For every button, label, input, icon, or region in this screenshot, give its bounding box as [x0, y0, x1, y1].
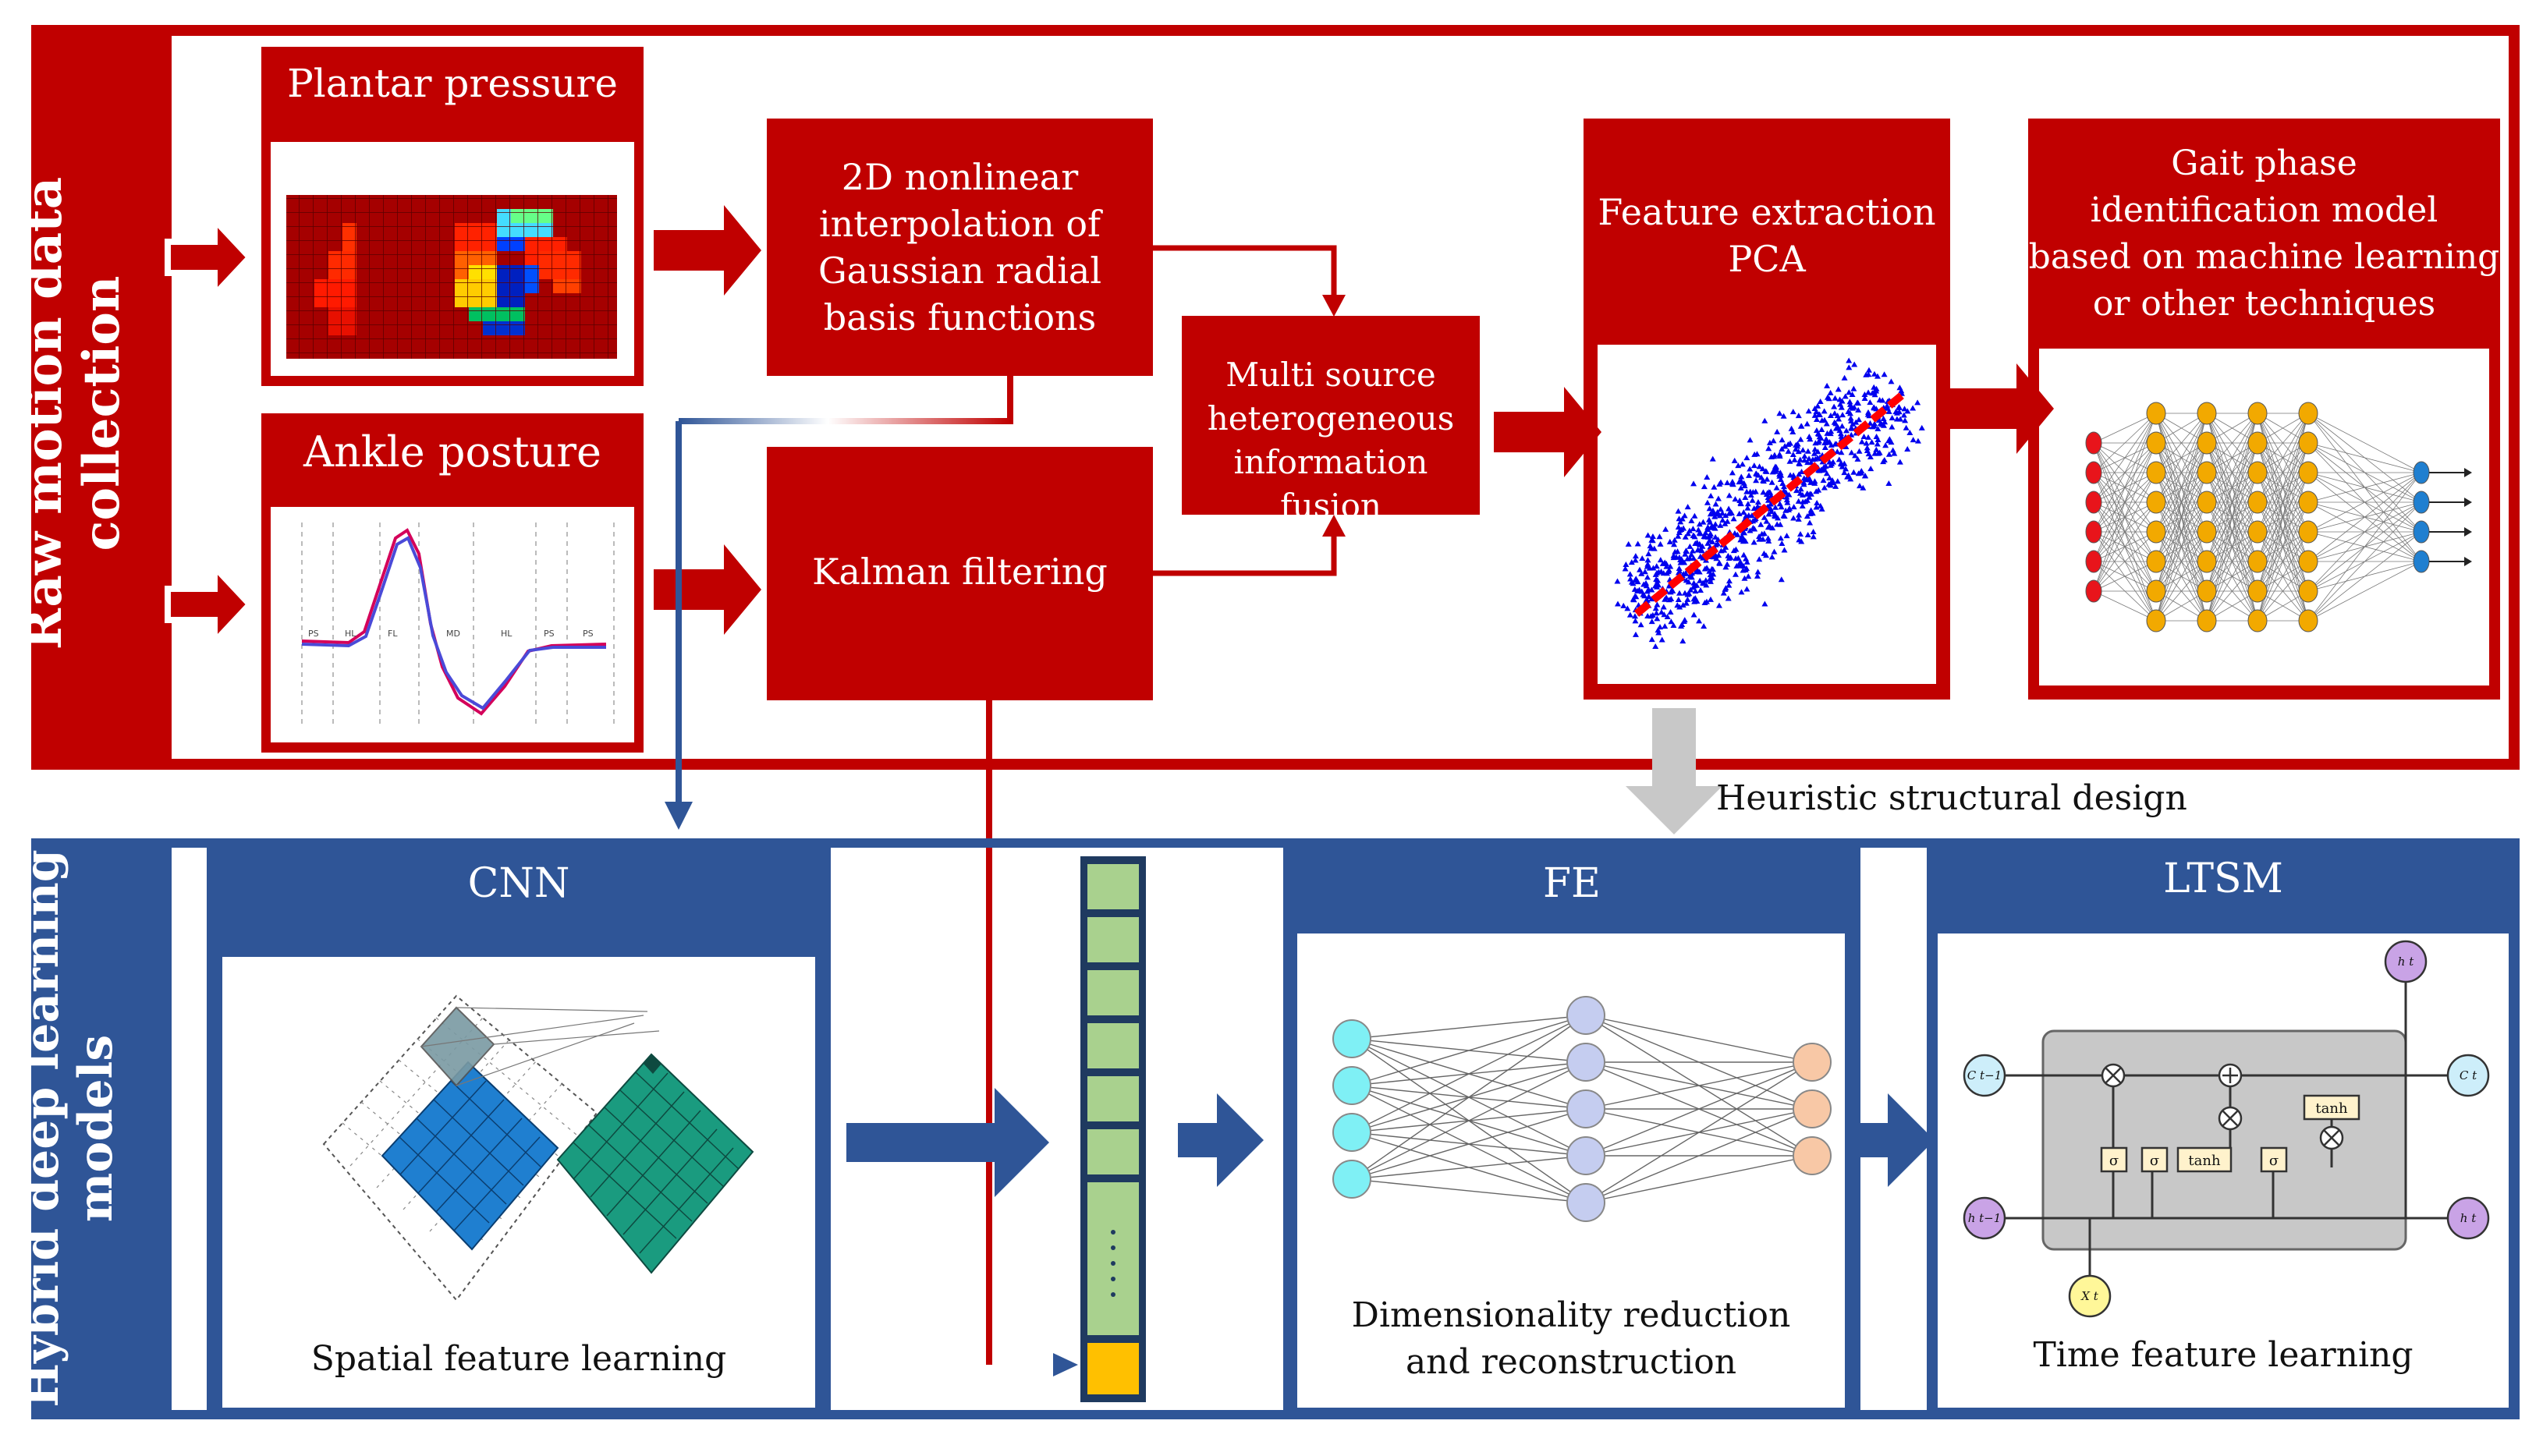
cnn-panel: Spatial feature learning: [222, 957, 815, 1408]
kalman-filter-box: Kalman filtering: [767, 447, 1153, 700]
interpolation-line-2: interpolation of: [818, 203, 1101, 245]
cnn-title: CNN: [467, 860, 570, 907]
fusion-line-3: information fusion: [1233, 443, 1428, 525]
interpolation-line-3: Gaussian radial: [818, 250, 1102, 292]
ankle-posture-title: Ankle posture: [303, 427, 601, 476]
autoencoder-diagram: [1332, 996, 1832, 1222]
deep-learning-label: Hybrid deep learning models: [15, 801, 156, 1456]
plantar-pressure-image: [271, 142, 634, 376]
pca-points: [1614, 357, 1925, 650]
lstm-panel: σ σ tanh σ tanh C t−1 C t h t−1 h t h t: [1938, 933, 2509, 1408]
fe-nodes: [1332, 996, 1832, 1222]
phase-label-3: FL: [388, 629, 398, 639]
fe-connections: [1351, 1015, 1813, 1203]
gate-sigma-1: σ: [2109, 1153, 2119, 1169]
deep-learning-label-line2: models: [69, 1034, 123, 1223]
raw-data-label-line2: collection: [72, 275, 131, 551]
pca-box: Feature extraction PCA: [1584, 119, 1950, 700]
raw-data-label: Raw motion data collection: [15, 62, 156, 764]
neural-network-image: [2039, 349, 2489, 685]
gate-sigma-2: σ: [2150, 1153, 2159, 1169]
raw-data-label-line1: Raw motion data: [15, 176, 73, 650]
information-fusion-text: Multi source heterogeneous information f…: [1182, 353, 1480, 528]
gait-model-box: Gait phase identification model based on…: [2028, 119, 2500, 700]
pca-line-1: Feature extraction: [1598, 191, 1936, 233]
ankle-posture-image: PS HL FL MD HL PS PS: [271, 507, 634, 742]
fusion-line-2: heterogeneous: [1207, 399, 1455, 438]
label-h-next: h t: [2460, 1211, 2477, 1225]
pressure-heatmap: [286, 195, 617, 359]
raw-data-label-bar: [31, 25, 172, 770]
fe-box: FE Dimensionality reduction and reconstr…: [1283, 838, 1860, 1419]
fusion-vector-panel: [831, 838, 1283, 1419]
lstm-title: LTSM: [2163, 856, 2283, 902]
neural-network-diagram: [2085, 402, 2472, 632]
deep-learning-label-bar: [31, 838, 172, 1419]
cnn-box: CNN: [207, 838, 831, 1419]
gate-tanh-1: tanh: [2188, 1153, 2221, 1169]
phase-label-6: PS: [544, 629, 555, 639]
gait-line-3: based on machine learning: [2028, 237, 2500, 277]
cnn-caption: Spatial feature learning: [310, 1339, 727, 1379]
nn-nodes: [2085, 402, 2430, 632]
interpolation-line-4: basis functions: [823, 296, 1097, 338]
ankle-posture-box: Ankle posture PS HL FL MD HL PS PS: [261, 413, 644, 753]
pca-scatter-plot: [1614, 357, 1925, 650]
pca-scatter-image: [1598, 345, 1936, 684]
fe-title: FE: [1542, 860, 1601, 907]
phase-label-4: MD: [446, 629, 460, 639]
lstm-cell-diagram: σ σ tanh σ tanh C t−1 C t h t−1 h t h t: [1963, 940, 2490, 1318]
label-h-out: h t: [2398, 955, 2414, 969]
gait-line-4: or other techniques: [2092, 284, 2436, 324]
plantar-pressure-box: Plantar pressure: [261, 47, 644, 386]
pca-title: Feature extraction PCA: [1584, 189, 1950, 282]
nn-output-arrows: [2429, 468, 2472, 566]
label-c-prev: C t−1: [1967, 1068, 2002, 1082]
plantar-pressure-title: Plantar pressure: [287, 61, 618, 106]
fe-panel: Dimensionality reduction and reconstruct…: [1297, 933, 1845, 1408]
interpolation-box: 2D nonlinear interpolation of Gaussian r…: [767, 119, 1153, 376]
ankle-angle-curve: PS HL FL MD HL PS PS: [301, 523, 615, 725]
fe-caption: Dimensionality reduction and reconstruct…: [1297, 1292, 1845, 1386]
lstm-box: LTSM: [1927, 838, 2520, 1419]
interpolation-text: 2D nonlinear interpolation of Gaussian r…: [767, 154, 1153, 341]
label-h-prev: h t−1: [1968, 1211, 2002, 1225]
deep-learning-label-line1: Hybrid deep learning: [15, 849, 69, 1408]
lstm-caption: Time feature learning: [2033, 1335, 2414, 1375]
gait-model-title: Gait phase identification model based on…: [2028, 140, 2500, 328]
interpolation-line-1: 2D nonlinear: [841, 156, 1079, 198]
label-x-in: X t: [2080, 1289, 2098, 1303]
label-c-next: C t: [2460, 1068, 2477, 1082]
kalman-filter-title: Kalman filtering: [812, 551, 1108, 593]
gait-line-2: identification model: [2090, 190, 2438, 230]
fe-caption-line-1: Dimensionality reduction: [1351, 1295, 1791, 1335]
information-fusion-box: Multi source heterogeneous information f…: [1182, 316, 1480, 525]
fe-caption-line-2: and reconstruction: [1405, 1342, 1737, 1382]
phase-label-7: PS: [583, 629, 594, 639]
pca-line-2: PCA: [1728, 238, 1806, 280]
phase-label-5: HL: [501, 629, 513, 639]
gate-tanh-2: tanh: [2315, 1100, 2348, 1117]
phase-label-1: PS: [308, 629, 319, 639]
fusion-line-1: Multi source: [1225, 356, 1436, 394]
heuristic-label: Heuristic structural design: [1716, 778, 2187, 818]
cnn-convolution-diagram: [322, 994, 754, 1302]
gait-line-1: Gait phase: [2171, 143, 2357, 183]
gate-sigma-3: σ: [2269, 1153, 2279, 1169]
phase-label-2: HL: [345, 629, 356, 639]
